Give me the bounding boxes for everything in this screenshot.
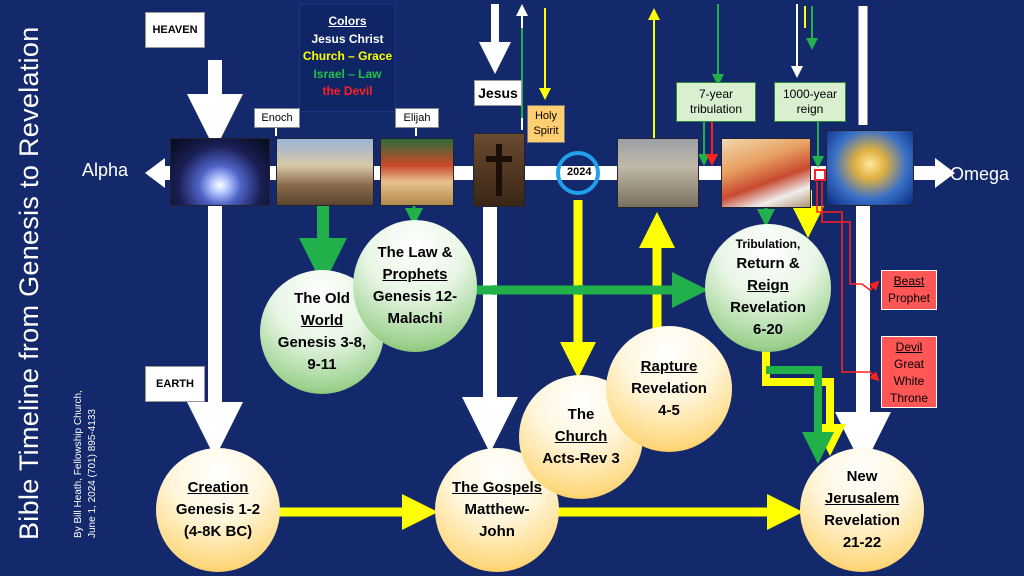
cross-image (473, 133, 525, 207)
rapture-line-3: 4-5 (658, 402, 680, 419)
enoch-tag: Enoch (254, 108, 300, 128)
rapture-line-2: Revelation (631, 380, 707, 397)
green-arrows (299, 4, 834, 464)
jesus-label: Jesus (474, 80, 522, 106)
moses-tablets-image (380, 138, 454, 206)
jerusalem-line-1: New (846, 468, 878, 485)
holy-spirit-line-2: Spirit (533, 125, 559, 137)
gospels-line-1: The Gospels (451, 479, 543, 496)
color-legend: Colors Jesus Christ Church – Grace Israe… (299, 4, 396, 112)
law-prophets-circle: The Law & Prophets Genesis 12- Malachi (353, 220, 477, 352)
legend-church: Church – Grace (302, 49, 393, 63)
rapture-city-image (617, 138, 699, 208)
red-arrows (706, 120, 880, 382)
reign-line-2: reign (796, 102, 824, 116)
holy-spirit-box: Holy Spirit (527, 105, 565, 143)
tribulation-line-1: 7-year (698, 87, 733, 101)
flood-ark-image (276, 138, 374, 206)
reign-line-1: 1000-year (782, 87, 838, 101)
old-world-line-3: Genesis 3-8, (277, 334, 367, 351)
devil-line-2: Great (893, 357, 924, 371)
reign-box: 1000-year reign (774, 82, 846, 122)
jerusalem-line-4: 21-22 (842, 534, 882, 551)
law-line-4: Malachi (387, 310, 443, 327)
new-jerusalem-image (826, 130, 914, 206)
gospels-line-2: Matthew- (464, 501, 530, 518)
return-riders-image (721, 138, 811, 208)
tribulation-circle-line-1: Tribulation, (735, 236, 801, 251)
old-world-line-1: The Old (294, 290, 350, 307)
legend-devil: the Devil (322, 84, 373, 98)
tribulation-circle-line-5: 6-20 (752, 320, 784, 338)
credit-text: By Bill Heath, Fellowship Church, June 1… (72, 390, 100, 538)
law-line-2: Prophets (382, 266, 448, 283)
devil-line-1: Devil (895, 340, 923, 354)
omega-label: Omega (950, 164, 1010, 184)
heaven-label: HEAVEN (145, 12, 205, 48)
gospels-line-3: John (479, 523, 515, 540)
rapture-line-1: Rapture (640, 358, 698, 375)
legend-title: Colors (328, 14, 367, 28)
credit-line-2: June 1, 2024 (701) 895-4133 (87, 409, 98, 538)
beast-line-1: Beast (893, 274, 925, 288)
tribulation-line-2: tribulation (689, 102, 743, 116)
year-label: 2024 (566, 166, 593, 178)
rapture-circle: Rapture Revelation 4-5 (606, 326, 732, 452)
creation-line-2: Genesis 1-2 (175, 501, 261, 518)
devil-throne-box: Devil Great White Throne (881, 336, 937, 408)
creation-line-3: (4-8K BC) (183, 523, 253, 540)
legend-israel: Israel – Law (313, 66, 382, 81)
beast-line-2: Prophet (887, 291, 931, 305)
tribulation-circle-line-3: Reign (747, 276, 789, 294)
church-line-3: Acts-Rev 3 (542, 450, 620, 467)
creation-line-1: Creation (187, 479, 249, 496)
creation-image (170, 138, 270, 206)
law-line-3: Genesis 12- (372, 288, 458, 305)
year-2024-ring (556, 151, 600, 195)
credit-line-1: By Bill Heath, Fellowship Church, (73, 390, 84, 538)
beast-prophet-box: Beast Prophet (881, 270, 937, 310)
slide-title: Bible Timeline from Genesis to Revelatio… (14, 26, 44, 540)
church-circle: The Church Acts-Rev 3 (519, 375, 643, 499)
old-world-line-2: World (300, 312, 344, 329)
tribulation-circle-line-4: Revelation (730, 298, 806, 316)
church-line-1: The (567, 406, 595, 423)
devil-line-3: White (893, 374, 925, 388)
tribulation-box: 7-year tribulation (676, 82, 756, 122)
church-line-2: Church (554, 428, 608, 445)
alpha-label: Alpha (82, 160, 129, 180)
tribulation-circle: Tribulation, Return & Reign Revelation 6… (705, 224, 831, 352)
legend-jesus: Jesus Christ (311, 31, 384, 46)
elijah-tag: Elijah (395, 108, 439, 128)
holy-spirit-line-1: Holy (534, 110, 557, 122)
law-line-1: The Law & (377, 244, 453, 261)
new-jerusalem-circle: New Jerusalem Revelation 21-22 (800, 448, 924, 572)
earth-label: EARTH (145, 366, 205, 402)
devil-line-4: Throne (889, 391, 929, 405)
jerusalem-line-2: Jerusalem (824, 490, 900, 507)
creation-circle: Creation Genesis 1-2 (4-8K BC) (156, 448, 280, 572)
old-world-line-4: 9-11 (307, 356, 337, 373)
tribulation-circle-line-2: Return & (736, 254, 800, 272)
jerusalem-line-3: Revelation (824, 512, 900, 529)
